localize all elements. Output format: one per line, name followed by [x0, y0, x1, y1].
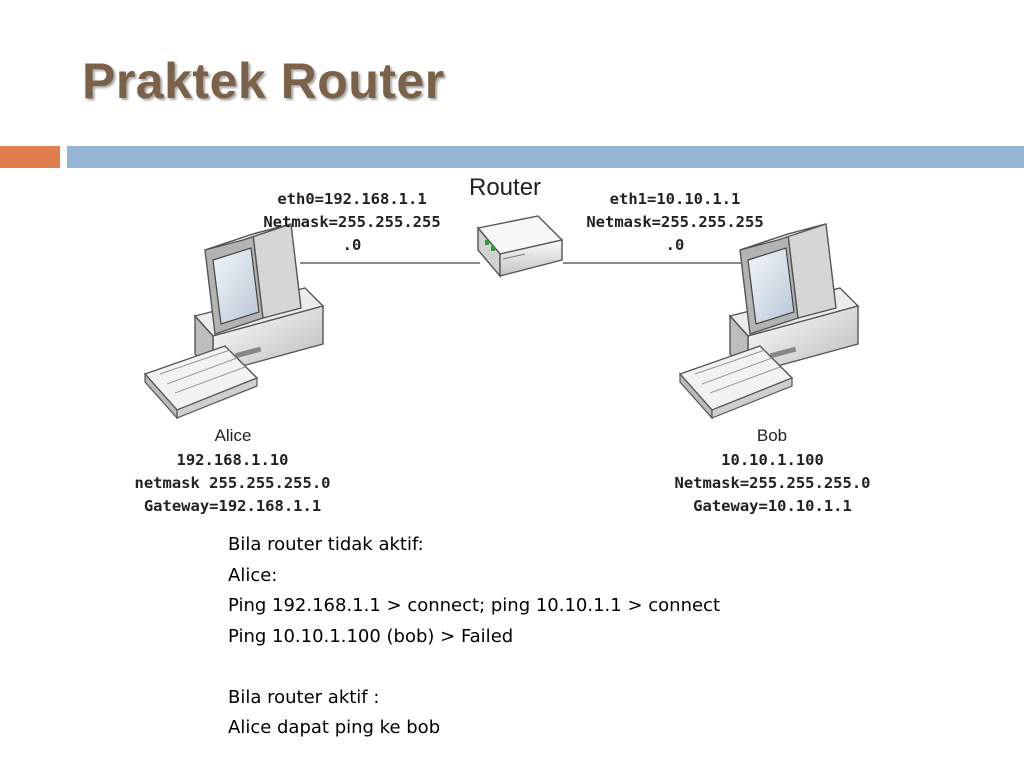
bob-name-label: Bob — [756, 426, 788, 445]
router-eth0-config: eth0=192.168.1.1 Netmask=255.255.255 .0 — [227, 188, 477, 257]
alice-ip: 192.168.1.10 — [176, 451, 289, 469]
router-eth1-config: eth1=10.10.1.1 Netmask=255.255.255 .0 — [550, 188, 800, 257]
note-line: Alice dapat ping ke bob — [228, 717, 441, 738]
eth0-netmask: Netmask=255.255.255 — [263, 213, 441, 231]
accent-bar-orange — [0, 146, 60, 168]
notes-text: Bila router tidak aktif: Alice: Ping 192… — [228, 530, 720, 744]
note-line: Ping 10.10.1.100 (bob) > Failed — [228, 625, 514, 647]
network-diagram: Router eth0=192.168.1.1 Netmask=255.255.… — [105, 168, 895, 528]
eth1-address: eth1=10.10.1.1 — [609, 190, 741, 208]
eth1-netmask-suffix: .0 — [665, 236, 685, 254]
eth1-netmask: Netmask=255.255.255 — [586, 213, 764, 231]
bob-config: 10.10.1.100 Netmask=255.255.255.0 Gatewa… — [635, 449, 910, 518]
alice-gateway: Gateway=192.168.1.1 — [143, 497, 322, 515]
bob-gateway: Gateway=10.10.1.1 — [693, 497, 852, 515]
slide-title: Praktek Router — [82, 53, 445, 109]
eth0-netmask-suffix: .0 — [342, 236, 362, 254]
bob-ip: 10.10.1.100 — [721, 451, 824, 469]
alice-name-label: Alice — [214, 426, 252, 445]
note-line: Alice: — [228, 564, 278, 586]
note-line: Bila router aktif : — [228, 686, 380, 708]
router-label: Router — [469, 174, 542, 201]
bob-computer-icon — [678, 223, 860, 420]
router-icon — [476, 215, 564, 278]
bob-netmask: Netmask=255.255.255.0 — [674, 474, 871, 492]
eth0-address: eth0=192.168.1.1 — [277, 190, 427, 208]
note-spacer — [228, 652, 720, 683]
note-line: Ping 192.168.1.1 > connect; ping 10.10.1… — [228, 595, 721, 616]
alice-computer-icon — [143, 223, 325, 420]
note-line: Bila router tidak aktif: — [228, 534, 424, 555]
alice-config: 192.168.1.10 netmask 255.255.255.0 Gatew… — [95, 449, 370, 518]
accent-bar-blue — [67, 146, 1024, 168]
alice-netmask: netmask 255.255.255.0 — [134, 474, 331, 492]
